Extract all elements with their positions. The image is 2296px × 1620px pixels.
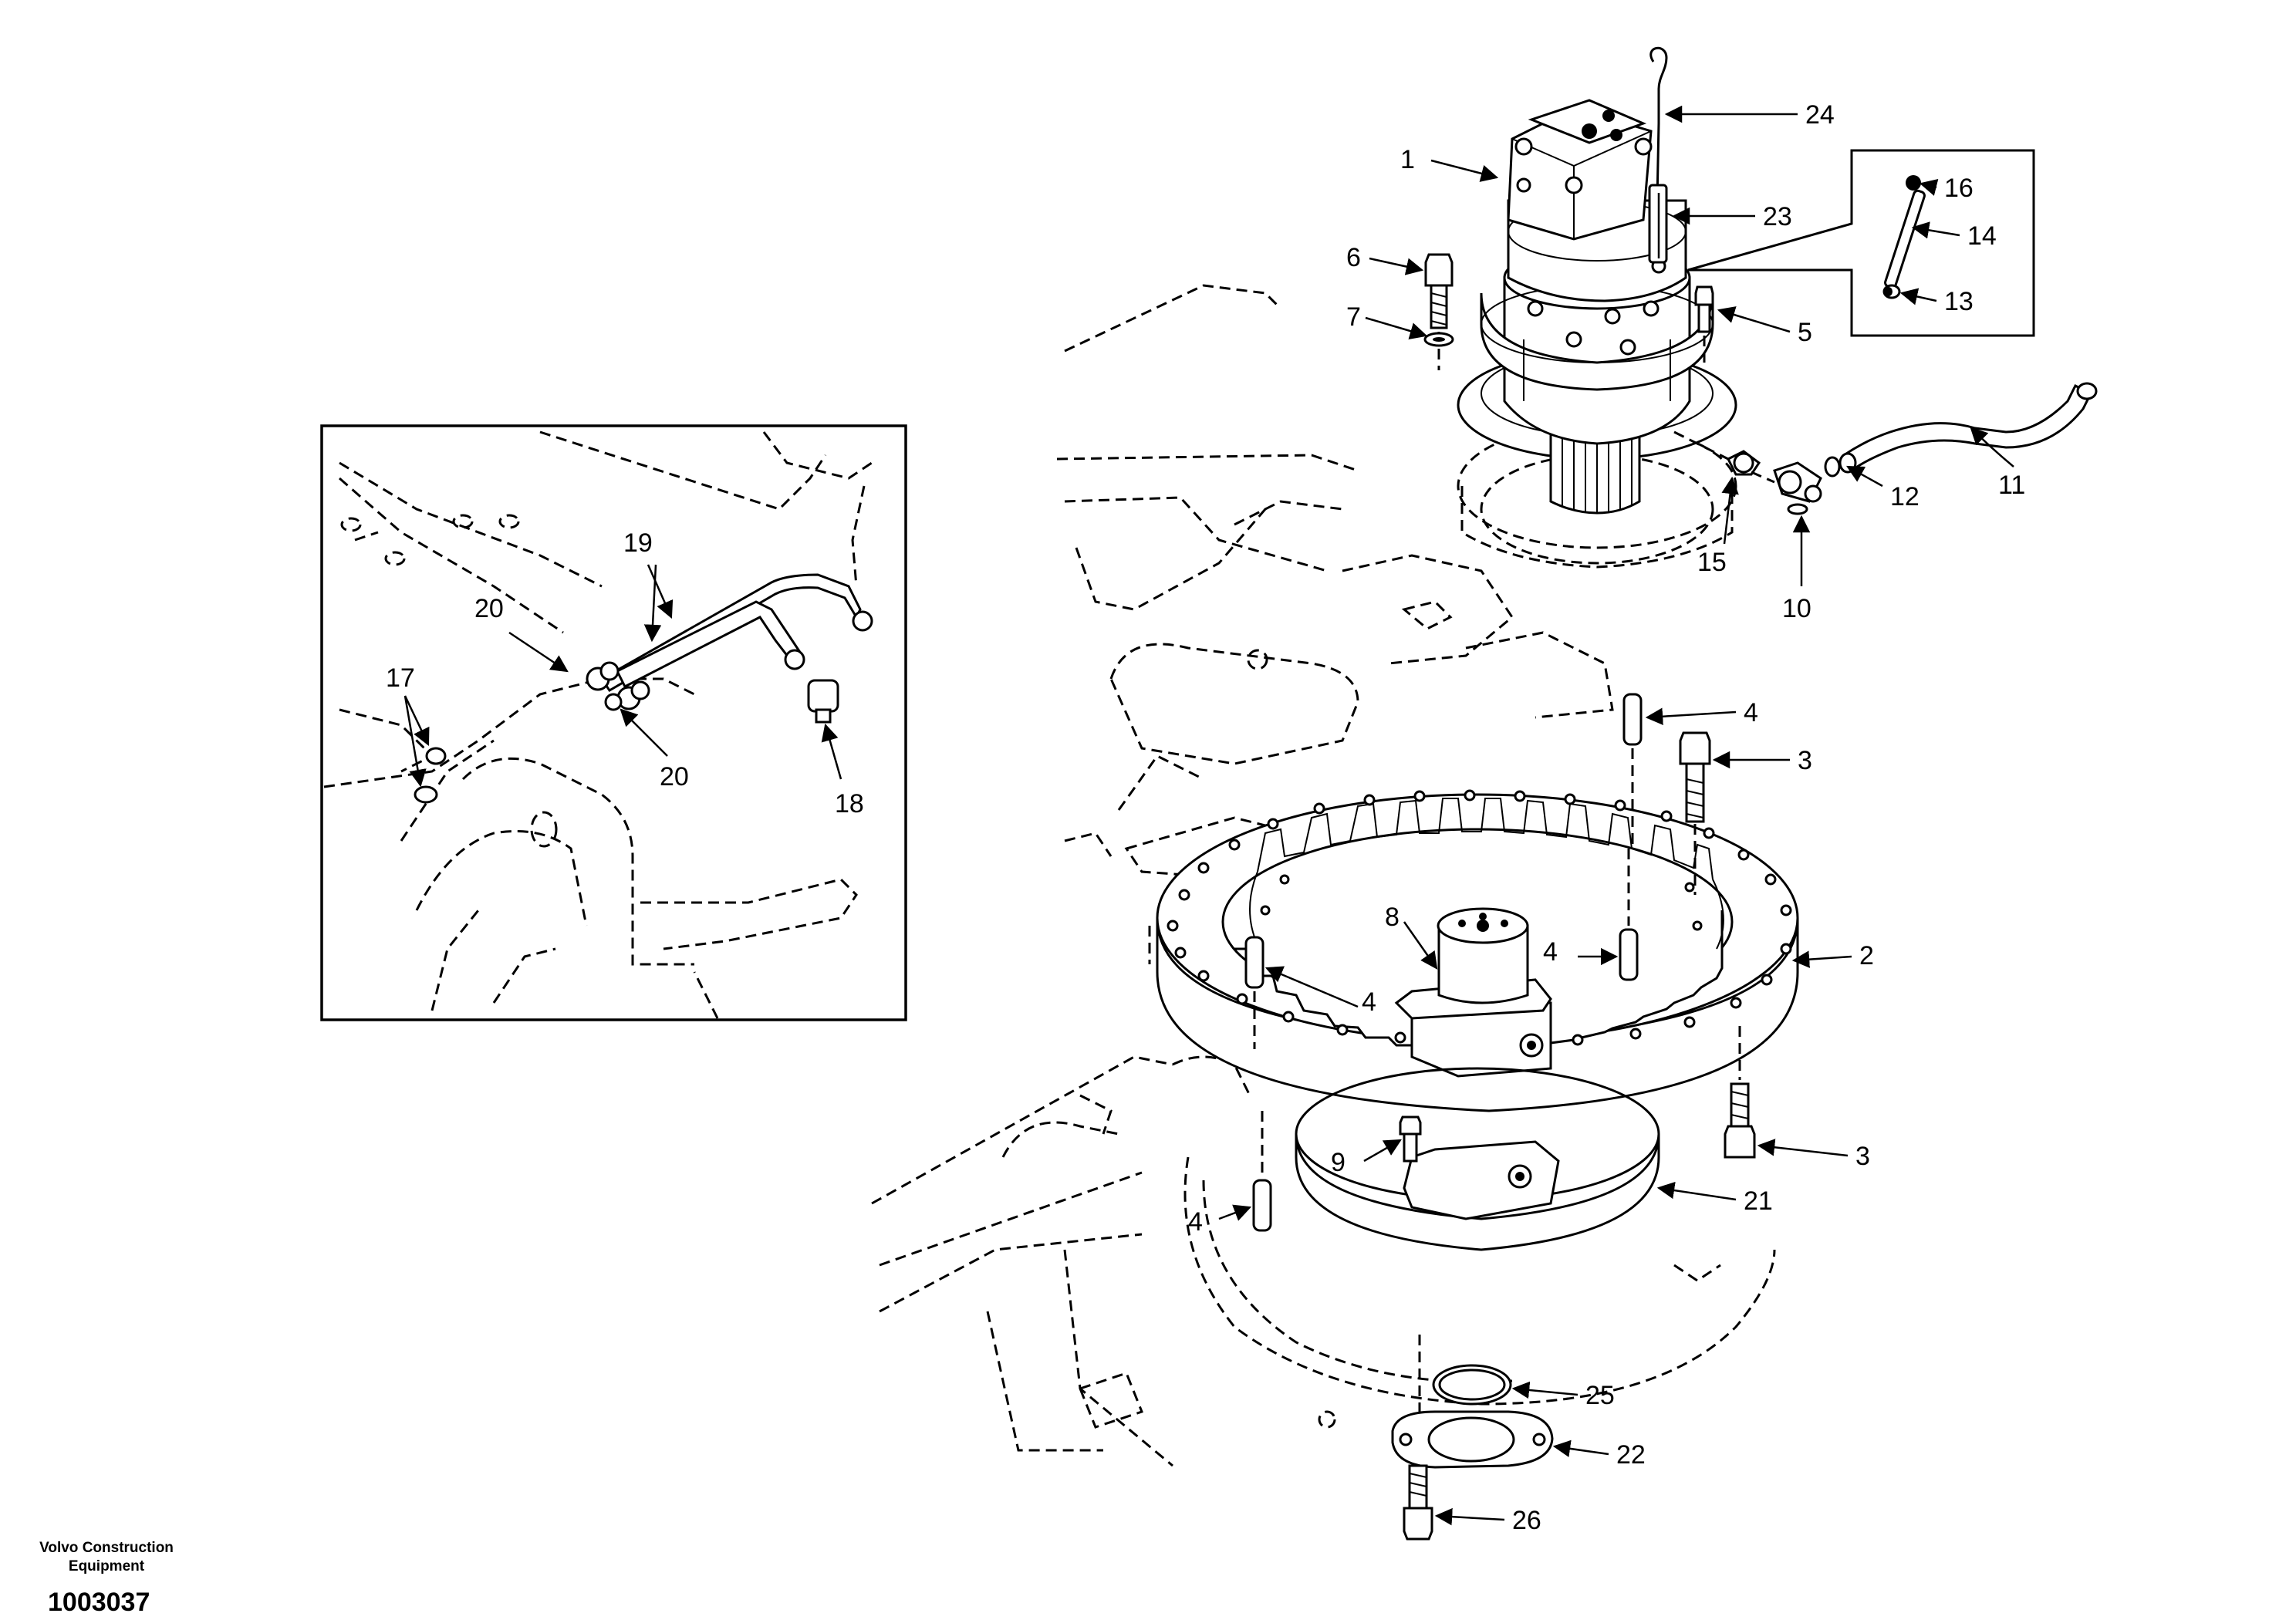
callout-22: 22 xyxy=(1616,1440,1646,1470)
callout-3-bottom: 3 xyxy=(1855,1142,1870,1171)
callout-20-bottom: 20 xyxy=(660,762,689,791)
callout-23: 23 xyxy=(1763,202,1792,231)
callout-5: 5 xyxy=(1798,318,1812,347)
bolt-6 xyxy=(1423,253,1454,370)
detail-box-oil-pipe xyxy=(1687,149,2035,337)
callout-3-top: 3 xyxy=(1798,746,1812,775)
swivel-joint xyxy=(1394,907,1552,1078)
seal-and-cover xyxy=(1391,1335,1554,1541)
callout-20-top: 20 xyxy=(474,594,504,623)
callout-2: 2 xyxy=(1859,941,1874,970)
callout-15: 15 xyxy=(1697,548,1727,577)
callout-26: 26 xyxy=(1512,1506,1541,1535)
callout-13: 13 xyxy=(1944,287,1974,316)
drawing-number: 1003037 xyxy=(48,1588,150,1617)
callout-4-bottom: 4 xyxy=(1188,1207,1203,1237)
company-name-line2: Equipment xyxy=(69,1558,145,1574)
callout-12: 12 xyxy=(1890,482,1920,511)
callout-7: 7 xyxy=(1346,302,1361,332)
callout-11: 11 xyxy=(1998,471,2025,500)
bolt-5 xyxy=(1694,285,1714,363)
callout-8: 8 xyxy=(1385,903,1400,932)
callout-18: 18 xyxy=(835,789,864,818)
company-name-line1: Volvo Construction xyxy=(39,1540,174,1556)
callout-9: 9 xyxy=(1331,1148,1346,1177)
frame-outline xyxy=(871,284,1776,1467)
lower-ring-21 xyxy=(1295,1067,1660,1251)
callout-4-inner-left: 4 xyxy=(1362,987,1376,1017)
callout-17: 17 xyxy=(386,663,415,693)
swing-motor xyxy=(1457,99,1737,569)
callout-6: 6 xyxy=(1346,243,1361,272)
dipstick xyxy=(1648,46,1668,264)
callout-16: 16 xyxy=(1944,174,1974,203)
footer-block: Volvo Construction Equipment 1003037 xyxy=(39,1540,174,1617)
callout-14: 14 xyxy=(1967,221,1997,251)
leader-lines xyxy=(403,105,2014,1526)
callout-25: 25 xyxy=(1585,1381,1615,1410)
dowel-pins xyxy=(1244,693,1643,1232)
callout-19: 19 xyxy=(623,528,653,558)
callout-10: 10 xyxy=(1782,594,1811,623)
callout-labels: 1 24 23 6 7 5 16 14 13 11 12 15 10 4 3 8… xyxy=(386,100,2025,1535)
callout-24: 24 xyxy=(1805,100,1835,130)
inset-detail xyxy=(320,424,907,1021)
callout-21: 21 xyxy=(1744,1186,1773,1216)
callout-4-inner-right: 4 xyxy=(1543,937,1558,967)
drain-hose-assembly xyxy=(1673,382,2098,515)
callout-4-top: 4 xyxy=(1744,698,1758,727)
callout-1: 1 xyxy=(1400,145,1415,174)
bearing-bolts xyxy=(1679,731,1756,1159)
